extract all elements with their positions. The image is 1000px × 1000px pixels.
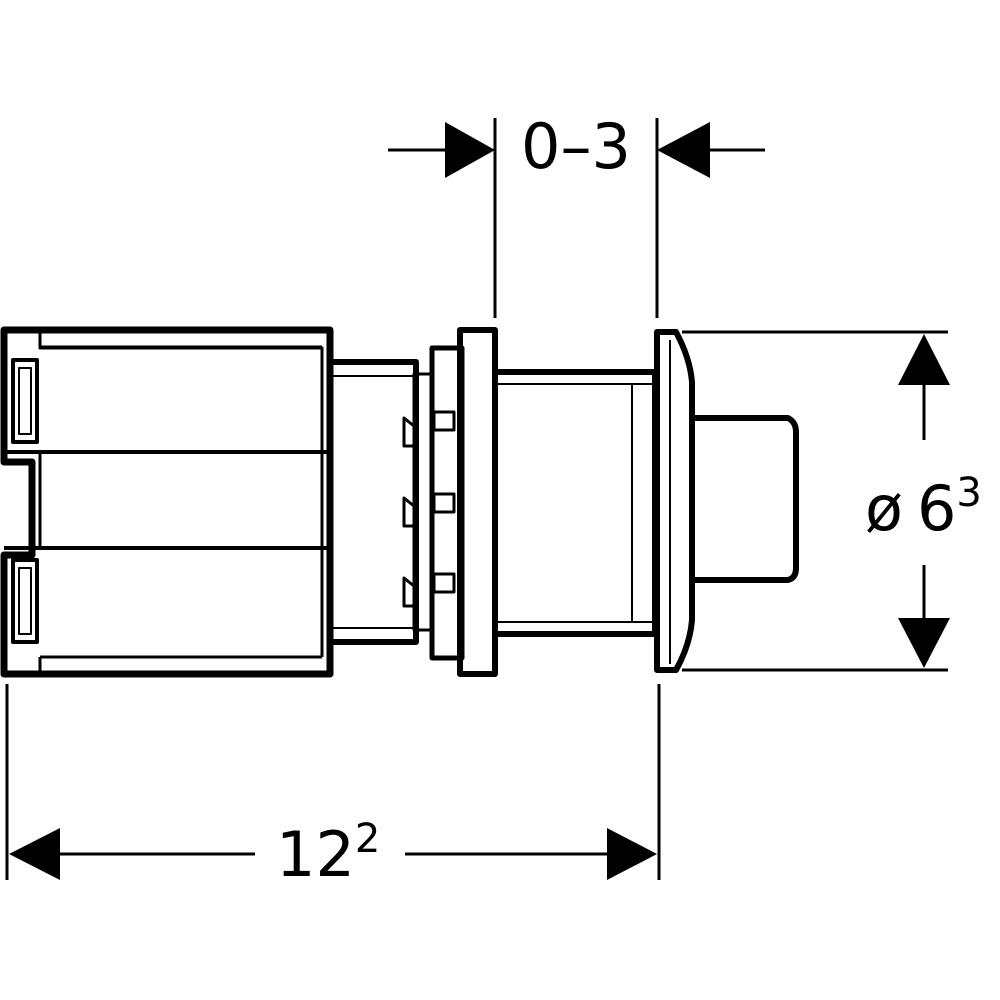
gap-label: 0–3 xyxy=(521,110,631,183)
length-arrow-right xyxy=(607,828,657,880)
length-dimension xyxy=(5,684,661,880)
length-label: 122 xyxy=(276,816,380,891)
diameter-arrow-bottom xyxy=(898,618,950,668)
diameter-symbol: ø xyxy=(865,472,903,545)
diameter-superscript: 3 xyxy=(956,470,981,516)
length-arrow-left xyxy=(9,828,60,880)
left-housing xyxy=(0,326,334,678)
diameter-value: 6 xyxy=(917,472,956,545)
gap-arrow-right xyxy=(657,122,710,178)
length-value: 12 xyxy=(276,818,355,891)
gap-dimension xyxy=(388,118,765,318)
barrel xyxy=(492,369,658,637)
diameter-dimension xyxy=(682,330,950,672)
length-superscript: 2 xyxy=(355,816,380,862)
push-button-head xyxy=(654,329,799,673)
part-outline xyxy=(0,326,799,678)
neck-section xyxy=(327,359,456,645)
slot-window-top xyxy=(11,358,39,444)
diameter-arrow-top xyxy=(898,334,950,385)
flange xyxy=(429,327,498,677)
slot-window-bottom xyxy=(11,558,39,644)
gap-arrow-left xyxy=(445,122,495,178)
